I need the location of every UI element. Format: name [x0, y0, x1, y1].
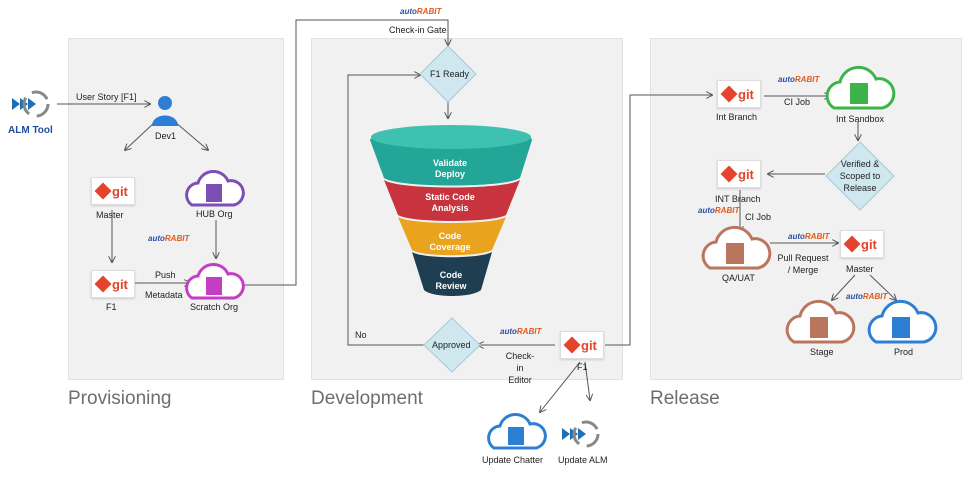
stage-label: Stage [810, 347, 834, 357]
hub-org-label: HUB Org [196, 209, 233, 219]
provisioning-panel [68, 38, 284, 380]
f1-ready-label: F1 Ready [430, 69, 470, 79]
verified-label: Verified & Scoped to Release [839, 159, 881, 193]
funnel-static-code-analysis: Static Code Analysis [425, 192, 475, 213]
autorabit-logo-editor: autoRABIT [500, 327, 542, 336]
update-chatter-label: Update Chatter [482, 455, 544, 465]
autorabit-logo-int-branch: autoRABIT [698, 206, 740, 215]
git-dev-f1-icon: git [560, 331, 604, 359]
autorabit-logo-deploy: autoRABIT [846, 292, 888, 301]
development-title: Development [311, 388, 423, 409]
push-label: Push [155, 270, 176, 280]
svg-text:git: git [861, 237, 878, 252]
autorabit-logo-provisioning: autoRABIT [148, 234, 190, 243]
release-title: Release [650, 388, 720, 409]
ci-job-2-label: CI Job [745, 212, 772, 222]
prod-label: Prod [894, 347, 914, 357]
qa-uat-label: QA/UAT [722, 273, 755, 283]
dev1-label: Dev1 [155, 131, 177, 141]
alm-tool-arrows-icon [12, 90, 50, 118]
svg-text:git: git [738, 87, 755, 102]
int-sandbox-label: Int Sandbox [836, 114, 885, 124]
git-master-icon: git [91, 177, 135, 205]
pull-request-label: Pull Request / Merge [777, 253, 829, 275]
funnel-validate-deploy: Validate Deploy [432, 158, 468, 179]
no-label: No [355, 330, 367, 340]
user-story-label: User Story [F1] [76, 92, 137, 102]
approved-label: Approved [432, 340, 471, 350]
git-int-branch-2-icon: git [717, 160, 761, 188]
git-f1-icon: git [91, 270, 135, 298]
funnel-code-coverage: Code Coverage [429, 231, 471, 252]
int-branch-label: Int Branch [716, 112, 758, 122]
f1-label: F1 [106, 302, 117, 312]
check-in-editor-label: Check-in Editor [505, 351, 535, 385]
autorabit-logo-merge: autoRABIT [788, 232, 830, 241]
svg-text:git: git [112, 184, 129, 199]
scratch-org-label: Scratch Org [190, 302, 239, 312]
git-int-branch-icon: git [717, 80, 761, 108]
ci-job-label: CI Job [784, 97, 811, 107]
svg-text:git: git [112, 277, 129, 292]
svg-text:git: git [581, 338, 598, 353]
git-release-master-icon: git [840, 230, 884, 258]
dev-f1-label: F1 [577, 362, 588, 372]
autorabit-logo-int: autoRABIT [778, 75, 820, 84]
check-in-gate-label: Check-in Gate [389, 25, 447, 35]
update-alm-label: Update ALM [558, 455, 608, 465]
provisioning-title: Provisioning [68, 388, 172, 409]
svg-text:git: git [738, 167, 755, 182]
release-master-label: Master [846, 264, 874, 274]
master-label: Master [96, 210, 124, 220]
alm-tool-label: ALM Tool [8, 125, 53, 136]
metadata-label: Metadata [145, 290, 183, 300]
autorabit-logo-gate: autoRABIT [400, 7, 442, 16]
funnel-code-review: Code Review [435, 270, 467, 291]
int-branch-2-label: INT Branch [715, 194, 761, 204]
